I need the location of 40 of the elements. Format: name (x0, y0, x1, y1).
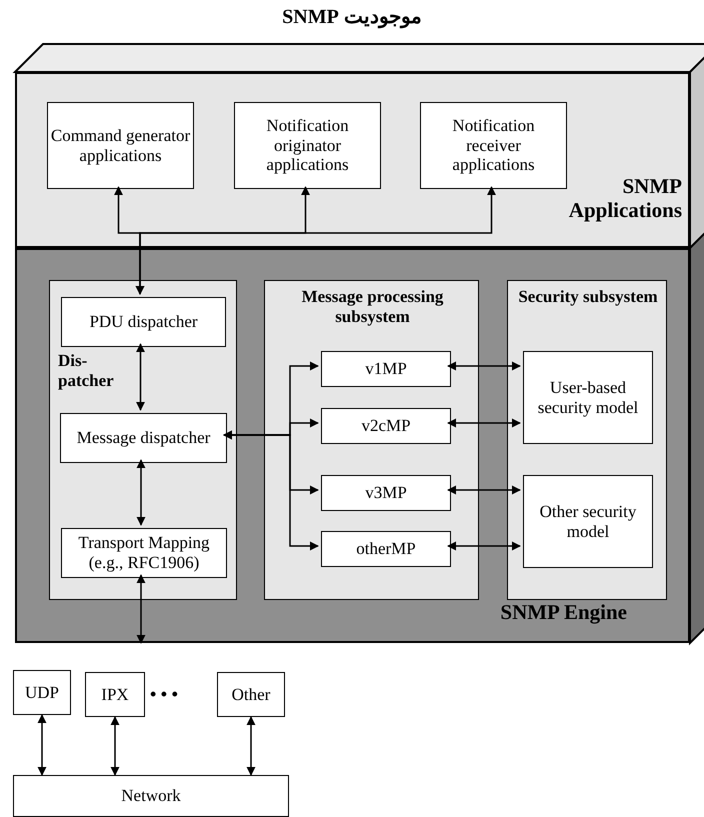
subsystem-panel (49, 280, 237, 600)
arrow (110, 716, 120, 776)
process-box: Other (217, 672, 285, 717)
subsystem-panel (507, 280, 667, 600)
diagram-title: موجودیت SNMP (281, 5, 423, 29)
process-box: Message dispatcher (60, 413, 227, 463)
subsystem-panel (264, 280, 479, 600)
arrow (447, 542, 521, 550)
ellipsis-text: • • • (150, 684, 178, 705)
layer-panel (15, 72, 690, 248)
group-heading: SNMP Engine (499, 600, 627, 624)
process-box: Notification originator applications (234, 102, 381, 189)
group-heading: SNMP Applications (568, 174, 682, 222)
process-box: Other security model (523, 475, 653, 568)
process-box: v3MP (321, 475, 451, 511)
arrow (447, 486, 521, 494)
group-heading: Security subsystem (517, 287, 659, 307)
process-box: PDU dispatcher (61, 297, 226, 347)
process-box: v1MP (321, 351, 451, 387)
arrow (38, 714, 46, 776)
group-heading: Message processing subsystem (300, 287, 444, 326)
process-box: v2cMP (321, 408, 451, 444)
process-box: Command generator applications (47, 102, 194, 189)
arrow (136, 459, 146, 526)
arrow (136, 574, 146, 644)
group-heading: Dis- patcher (58, 351, 115, 390)
arrow (447, 418, 521, 428)
arrow (447, 362, 521, 370)
arrow (136, 343, 145, 411)
network-bar: Network (13, 775, 289, 817)
process-box: IPX (85, 672, 145, 717)
process-box: Notification receiver applications (420, 102, 567, 189)
process-box: Transport Mapping (e.g., RFC1906) (61, 528, 227, 578)
arrow (246, 716, 256, 776)
arrow (136, 186, 496, 295)
process-box: otherMP (321, 531, 451, 567)
process-box: User-based security model (523, 351, 653, 444)
layer-panel (15, 248, 690, 643)
arrow (223, 430, 319, 550)
process-box: UDP (13, 670, 71, 715)
